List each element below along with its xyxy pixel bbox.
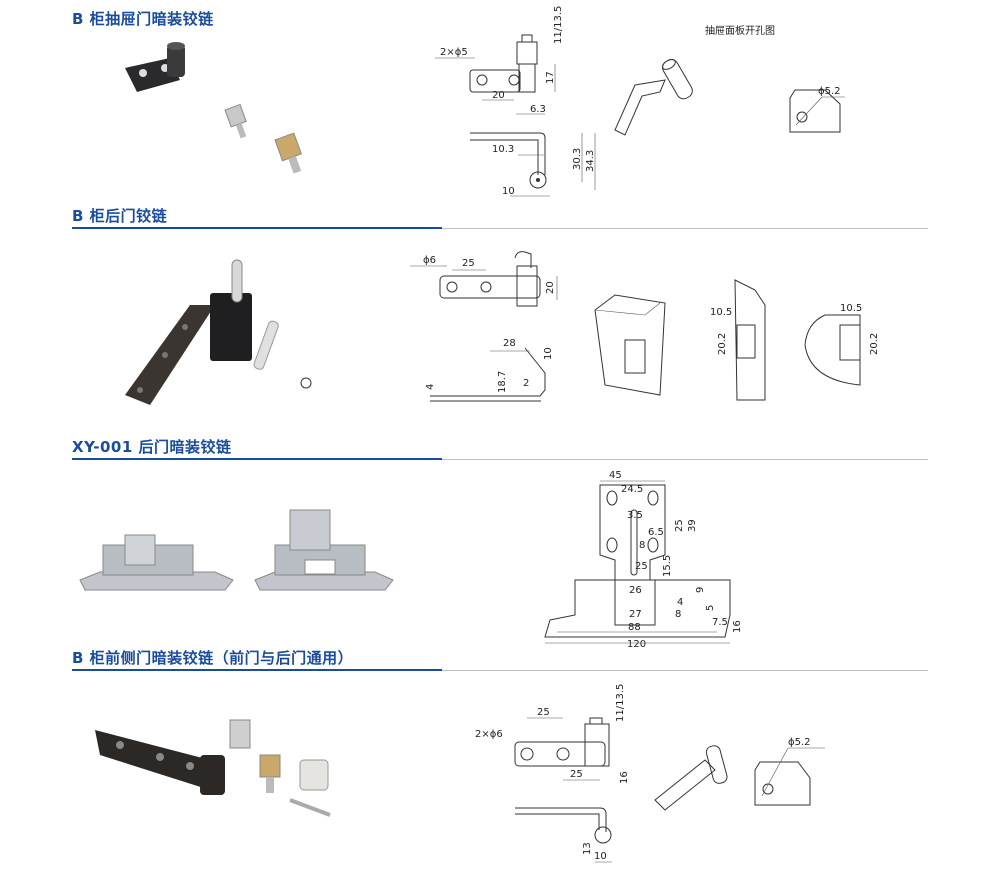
dimension-label: 2×ϕ6 [475,729,503,740]
dimension-label: 10 [543,347,554,360]
dimension-label: 24.5 [621,484,643,495]
dimension-label: 10 [594,851,607,862]
dimension-label: 16 [732,620,743,633]
dimension-label: ϕ6 [423,255,436,266]
section-title-front-side-door-hinge: B 柜前侧门暗装铰链（前门与后门通用） [72,649,354,667]
dimension-label: 88 [628,622,641,633]
section-divider [72,458,928,460]
dimension-label: 8 [675,609,681,620]
dimension-label: 15.5 [662,555,673,577]
dimension-label: 25 [635,561,648,572]
dimension-label: 20.2 [869,333,880,355]
dimension-label: ϕ5.2 [788,737,811,748]
dimension-label: 13 [582,842,593,855]
dimension-label: 27 [629,609,642,620]
dimension-label: 10.5 [710,307,732,318]
section-title-drawer-hinge: B 柜抽屉门暗装铰链 [72,10,214,28]
xy001-hinge-drawing: 45 24.5 3.5 6.5 8 25 25 39 15.5 26 27 9 … [544,470,743,650]
dimension-label: 25 [570,769,583,780]
dimension-label: 45 [609,470,622,481]
dimension-label: 20 [545,281,556,294]
dimension-label: 25 [462,258,475,269]
front-side-door-hinge-iso-and-cutout: ϕ5.2 [654,737,825,811]
dimension-label: 25 [674,519,685,532]
section-title-xy001-hinge: XY-001 后门暗装铰链 [72,438,232,456]
cutout-title: 抽屉面板开孔图 [705,24,775,37]
rear-door-hinge-iso-and-cutouts: 10.5 20.2 10.5 20.2 [594,279,880,401]
dimension-label: 30.3 [572,148,583,170]
dimension-label: 3.5 [627,510,643,521]
dimension-label: 10 [502,186,515,197]
dimension-label: 17 [545,71,556,84]
dimension-label: 8 [639,540,645,551]
dimension-label: 18.7 [497,371,508,393]
dimension-label: 10.3 [492,144,514,155]
dimension-label: 120 [627,639,646,650]
dimension-label: 5 [705,605,716,611]
dimension-label: 16 [619,771,630,784]
drawer-hinge-iso-and-cutout: 抽屉面板开孔图 ϕ5.2 [614,24,845,136]
dimension-label: ϕ5.2 [818,86,841,97]
dimension-label: 7.5 [712,617,728,628]
drawer-hinge-drawing: 20 6.3 17 11/13.5 2×ϕ5 10.3 30.3 34.3 10 [435,6,596,197]
dimension-label: 25 [537,707,550,718]
dimension-label: 4 [677,597,683,608]
dimension-label: 9 [695,587,706,593]
dimension-label: 10.5 [840,303,862,314]
dimension-label: 2 [523,378,529,389]
xy001-hinge-photos [79,509,394,591]
section-divider [72,227,928,229]
dimension-label: 11/13.5 [615,684,626,722]
drawer-hinge-photo [125,42,302,174]
dimension-label: 26 [629,585,642,596]
dimension-label: 28 [503,338,516,349]
front-side-door-hinge-drawing: 25 25 2×ϕ6 11/13.5 16 13 10 [475,684,630,863]
dimension-label: 4 [425,384,436,390]
dimension-label: 6.5 [648,527,664,538]
dimension-label: 20 [492,90,505,101]
dimension-label: 20.2 [717,333,728,355]
dimension-label: 6.3 [530,104,546,115]
front-side-door-hinge-photo [95,719,331,817]
rear-door-hinge-drawing: 25 ϕ6 20 28 10 18.7 4 2 [410,251,558,402]
section-title-rear-door-hinge: B 柜后门铰链 [72,207,168,225]
section-divider [72,669,928,671]
dimension-label: 34.3 [585,150,596,172]
dimension-label: 2×ϕ5 [440,47,468,58]
rear-door-hinge-photo [125,259,312,405]
dimension-label: 11/13.5 [553,6,564,44]
dimension-label: 39 [687,519,698,532]
